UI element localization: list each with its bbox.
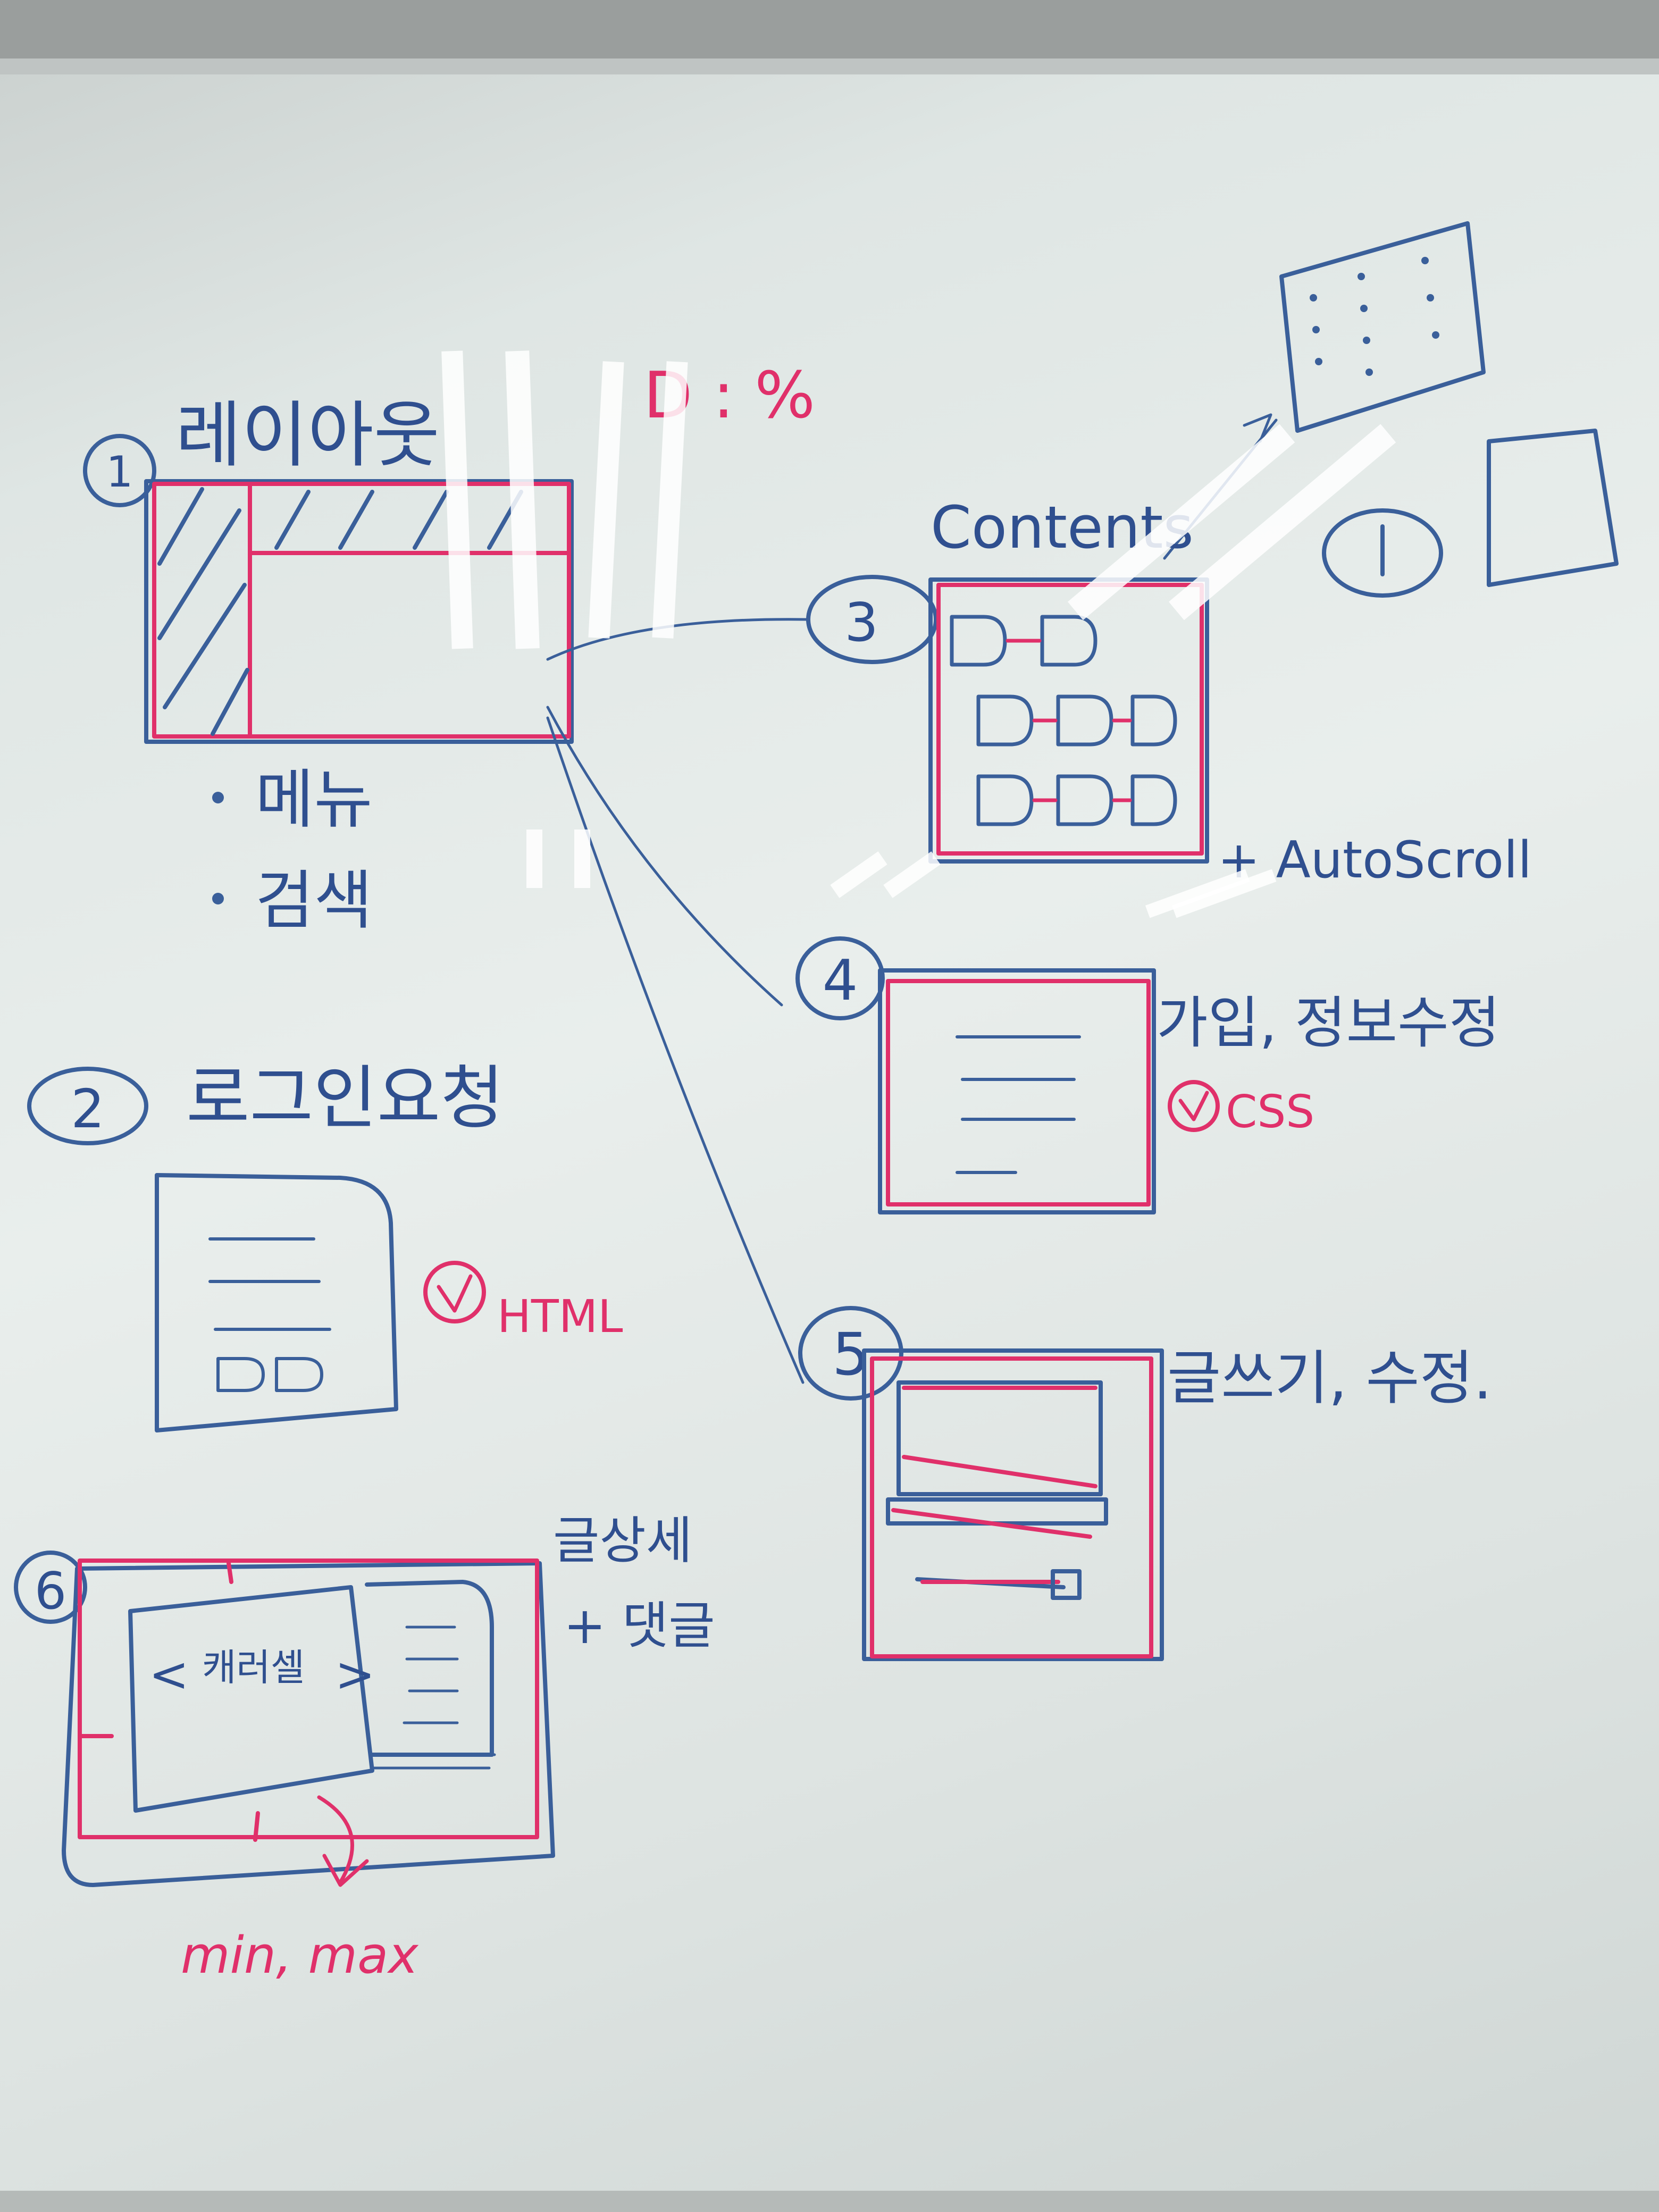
section-5-title: 글쓰기, 수정. (1167, 1344, 1492, 1412)
section-4-signup: 4 가입, 정보수정 CSS (795, 936, 1500, 1214)
section-6-note: min, max (181, 1926, 419, 1985)
section-2-number: 2 (71, 1078, 105, 1140)
section-2-check: HTML (497, 1291, 623, 1343)
section-1-bullet-menu: 메뉴 (255, 763, 373, 837)
section-1-title: 레이아웃 (175, 393, 440, 477)
section-2-title: 로그인요청 (186, 1058, 504, 1138)
section-6-detail: 6 글상세 + 댓글 < > 캐러셀 min, max (14, 1512, 715, 1985)
section-6-number: 6 (35, 1562, 66, 1621)
section-4-number: 4 (823, 948, 858, 1013)
light-glare (441, 350, 1396, 918)
board-bottom-tray (0, 2191, 1659, 2212)
section-6-carousel-prev: < (149, 1647, 189, 1703)
section-3-number: 3 (844, 591, 878, 653)
section-4-title: 가입, 정보수정 (1157, 991, 1500, 1055)
section-6-title: 글상세 (553, 1512, 692, 1570)
section-1-number: 1 (106, 447, 133, 497)
section-6-carousel-next: > (335, 1647, 375, 1703)
section-4-check: CSS (1226, 1086, 1314, 1138)
section-5-write: 5 글쓰기, 수정. (798, 1306, 1492, 1661)
board-top-frame (0, 0, 1659, 64)
section-6-subtitle: + 댓글 (564, 1597, 715, 1655)
section-2-login: 2 로그인요청 HTML (27, 1058, 623, 1432)
section-3-contents: Contents 3 + AutoScroll (806, 221, 1619, 890)
section-6-carousel: 캐러셀 (202, 1646, 305, 1689)
section-1-bullet-search: 검색 (255, 864, 373, 938)
